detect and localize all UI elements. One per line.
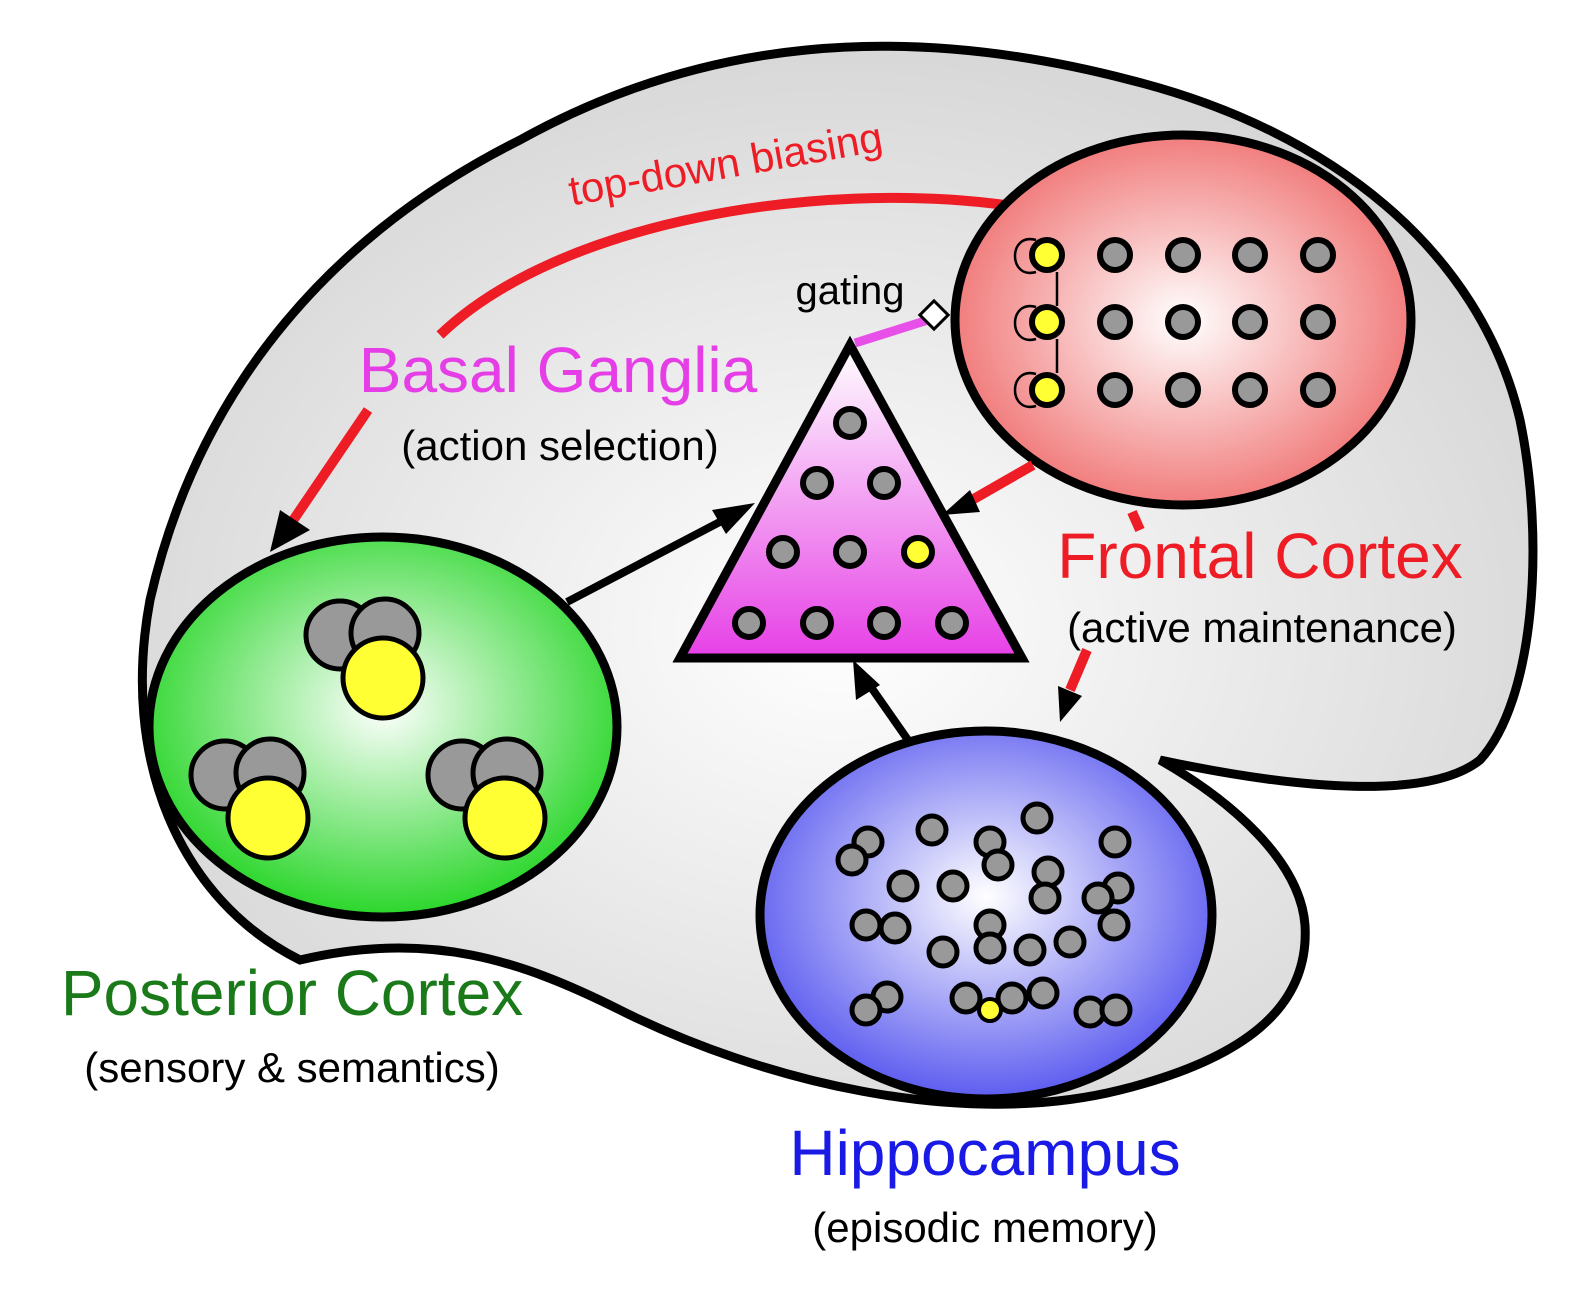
active-unit [1029, 372, 1065, 408]
frontal-recurrent-loops [1013, 237, 1059, 409]
unit [1097, 237, 1133, 273]
hippocampus-units [835, 801, 1135, 1029]
posterior-to-bg-arrow [565, 510, 737, 606]
unit [835, 843, 869, 877]
top-down-arrowhead [270, 510, 310, 552]
frontal-to-bg-arrow [969, 460, 1036, 505]
active-unit [977, 997, 1003, 1023]
unit [766, 535, 800, 569]
frontal-units [1029, 237, 1336, 408]
unit [849, 993, 883, 1027]
unit [1165, 304, 1201, 340]
unit [886, 869, 920, 903]
unit [878, 911, 912, 945]
hippo-to-bg-arrowhead [853, 660, 880, 700]
unit [995, 981, 1029, 1015]
gating-line [853, 315, 930, 348]
basal-ganglia-subtitle: (action selection) [401, 422, 718, 469]
hippocampus-title: Hippocampus [789, 1117, 1180, 1189]
top-down-curve [436, 192, 1006, 339]
unit [1098, 825, 1132, 859]
unit [849, 908, 883, 942]
unit [949, 981, 983, 1015]
active-unit [901, 535, 935, 569]
hippo-to-bg-arrow [862, 677, 912, 743]
unit [1013, 933, 1047, 967]
posterior-units [188, 596, 548, 861]
unit [981, 848, 1015, 882]
unit [732, 606, 766, 640]
unit [973, 931, 1007, 965]
unit [935, 606, 969, 640]
basal-ganglia-units [732, 406, 969, 640]
active-unit [1029, 237, 1065, 273]
unit [1097, 908, 1131, 942]
unit [936, 869, 970, 903]
unit [1081, 881, 1115, 915]
posterior-cortex-subtitle: (sensory & semantics) [84, 1044, 499, 1091]
unit [867, 606, 901, 640]
frontal-to-hippo-dash2 [1065, 648, 1092, 692]
unit [800, 606, 834, 640]
gating-square [917, 298, 951, 332]
unit [1028, 881, 1062, 915]
unit [1300, 372, 1336, 408]
unit [1099, 993, 1133, 1027]
unit [1097, 304, 1133, 340]
hippocampus-subtitle: (episodic memory) [812, 1204, 1157, 1251]
unit [833, 406, 867, 440]
unit [1165, 372, 1201, 408]
frontal-to-hippo-dash1 [1127, 509, 1145, 533]
posterior-to-bg-arrowhead [712, 503, 755, 534]
active-unit [340, 635, 426, 721]
unit [915, 813, 949, 847]
unit [926, 935, 960, 969]
active-unit [225, 775, 311, 861]
unit [800, 466, 834, 500]
posterior-cortex-title: Posterior Cortex [61, 957, 523, 1029]
unit [1026, 976, 1060, 1010]
frontal-to-hippo-arrowhead [1058, 686, 1082, 722]
frontal-cortex-title: Frontal Cortex [1057, 520, 1462, 592]
unit [1300, 304, 1336, 340]
unit [1020, 801, 1054, 835]
top-down-arrow-shaft [287, 407, 373, 525]
gating-label: gating [796, 269, 905, 313]
unit [867, 466, 901, 500]
unit [1097, 372, 1133, 408]
unit [1165, 237, 1201, 273]
unit [1232, 372, 1268, 408]
frontal-cortex-subtitle: (active maintenance) [1067, 604, 1457, 651]
unit [833, 535, 867, 569]
basal-ganglia-title: Basal Ganglia [359, 334, 758, 406]
unit [1053, 925, 1087, 959]
unit [1300, 237, 1336, 273]
posterior-cortex-region [144, 532, 622, 922]
unit [1232, 237, 1268, 273]
unit [1232, 304, 1268, 340]
frontal-to-bg-arrowhead [942, 490, 980, 515]
active-unit [1029, 304, 1065, 340]
active-unit [462, 775, 548, 861]
basal-ganglia-region [672, 335, 1030, 663]
